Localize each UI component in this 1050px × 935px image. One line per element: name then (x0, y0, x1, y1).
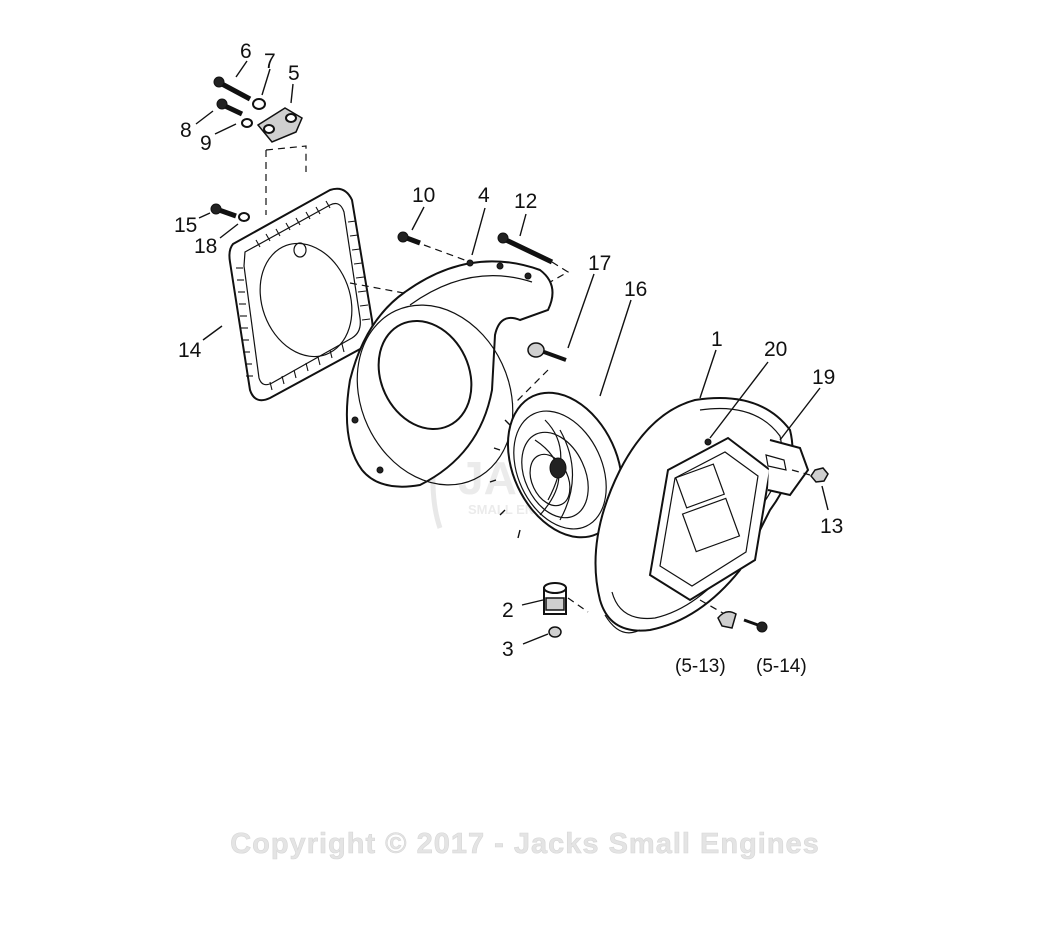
clamp-5-13-screw-5-14 (699, 599, 768, 633)
callout-12: 12 (514, 190, 537, 213)
blower-housing-1 (594, 397, 810, 634)
callout-6: 6 (240, 40, 252, 63)
callout-5-14: (5-14) (756, 656, 807, 677)
callout-18: 18 (194, 235, 217, 258)
callout-19: 19 (812, 366, 835, 389)
callout-2: 2 (502, 599, 514, 622)
callout-9: 9 (200, 132, 212, 155)
callout-13: 13 (820, 515, 843, 538)
nut-13 (791, 467, 829, 483)
fan-16 (489, 391, 624, 539)
bolt-12 (497, 232, 570, 291)
callout-14: 14 (178, 339, 202, 362)
callout-15: 15 (174, 214, 197, 237)
screw-15-washer-18 (210, 203, 250, 222)
callout-labels: 6 7 5 8 9 15 18 14 10 4 12 17 16 1 20 19… (174, 40, 843, 677)
bolt-17 (513, 342, 567, 405)
callout-3: 3 (502, 638, 514, 661)
callout-4: 4 (478, 184, 490, 207)
callout-5-13: (5-13) (675, 656, 726, 677)
callout-16: 16 (624, 278, 647, 301)
bracket-assembly (213, 76, 307, 215)
screw-10 (397, 231, 471, 263)
callout-8: 8 (180, 119, 192, 142)
callout-1: 1 (711, 328, 723, 351)
copyright-watermark: Copyright © 2017 - Jacks Small Engines (230, 828, 820, 860)
fan-cover-4 (345, 259, 554, 488)
callout-20: 20 (764, 338, 787, 361)
callout-5: 5 (288, 62, 300, 85)
filter-2-cap-3 (543, 582, 589, 638)
callout-10: 10 (412, 184, 435, 207)
callout-7: 7 (264, 50, 276, 73)
leader-lines (195, 60, 829, 645)
callout-17: 17 (588, 252, 611, 275)
intake-grille-14 (228, 187, 374, 402)
